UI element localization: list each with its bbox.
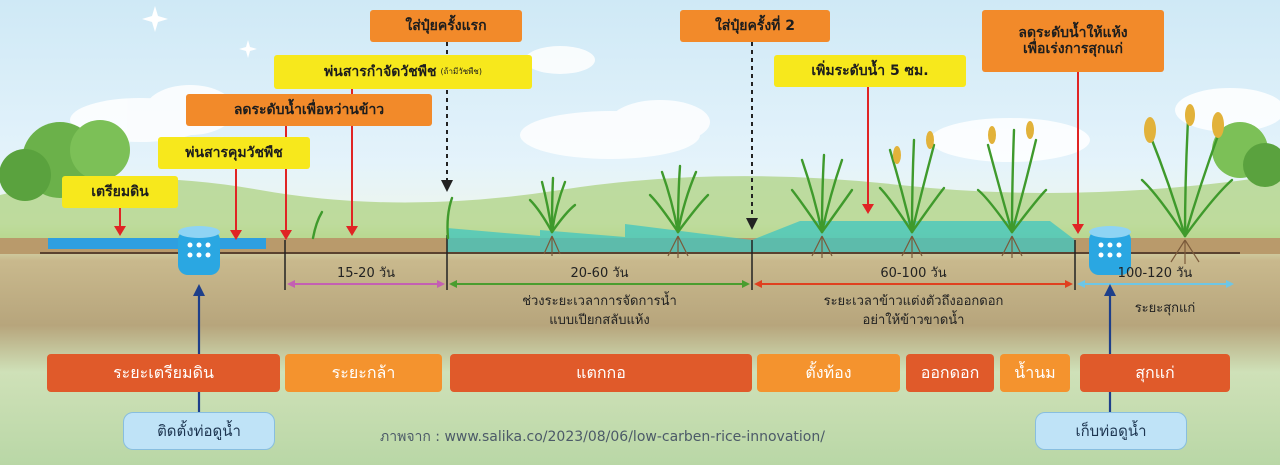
rice-grains xyxy=(893,104,1224,164)
duration-arrows xyxy=(287,280,1234,288)
water-awd xyxy=(447,224,752,252)
stage-dividers xyxy=(284,235,1076,290)
water-prep xyxy=(48,238,266,249)
water-tube-install xyxy=(178,226,220,275)
stage-prep: ระยะเตรียมดิน xyxy=(47,354,280,392)
label-weed-kill: พ่นสารกำจัดวัชพืช(ถ้ามีวัชพืช) xyxy=(274,55,532,89)
duration-seedling: 15-20 วัน xyxy=(336,266,396,281)
action-arrowheads xyxy=(114,204,1084,240)
water-reproductive xyxy=(752,221,1075,252)
sparkles xyxy=(142,6,257,58)
fertilizer-arrows xyxy=(446,42,753,220)
tube-arrowheads xyxy=(193,284,1116,296)
stage-booting: ตั้งท้อง xyxy=(757,354,900,392)
stage-flowering: ออกดอก xyxy=(906,354,994,392)
trees xyxy=(0,120,1280,201)
stage-seedling: ระยะกล้า xyxy=(285,354,442,392)
label-weed-pre: พ่นสารคุมวัชพืช xyxy=(158,137,310,169)
label-drain-ripen: ลดระดับน้ำให้แห้งเพื่อเร่งการสุกแก่ xyxy=(982,10,1164,72)
tube-arrows xyxy=(197,292,1112,412)
duration-reproductive: 60-100 วัน xyxy=(880,266,947,281)
duration-ripening: 100-120 วัน xyxy=(1117,266,1193,281)
label-prep-soil: เตรียมดิน xyxy=(62,176,178,208)
desc-ripening: ระยะสุกแก่ xyxy=(1134,301,1196,316)
rice-roots xyxy=(543,235,1200,264)
fertilizer-arrowheads xyxy=(441,180,758,230)
label-fertilizer-2: ใส่ปุ๋ยครั้งที่ 2 xyxy=(680,10,830,42)
stage-ripe: สุกแก่ xyxy=(1080,354,1230,392)
image-credit: ภาพจาก : www.salika.co/2023/08/06/low-ca… xyxy=(380,429,825,445)
desc-awd: ช่วงระยะเวลาการจัดการน้ำแบบเปียกสลับแห้ง xyxy=(522,294,677,328)
label-lower-water-sow: ลดระดับน้ำเพื่อหว่านข้าว xyxy=(186,94,432,126)
duration-tillering: 20-60 วัน xyxy=(570,266,629,281)
label-fertilizer-1: ใส่ปุ๋ยครั้งแรก xyxy=(370,10,522,42)
pill-install-tube: ติดตั้งท่อดูน้ำ xyxy=(123,412,275,450)
stage-milk: น้ำนม xyxy=(1000,354,1070,392)
rice-plants xyxy=(311,118,1234,240)
stage-tillering: แตกกอ xyxy=(450,354,752,392)
pill-collect-tube: เก็บท่อดูน้ำ xyxy=(1035,412,1187,450)
desc-reproductive: ระยะเวลาข้าวแต่งตัวถึงออกดอกอย่าให้ข้าวข… xyxy=(823,294,1004,328)
water-tube-collect xyxy=(1089,226,1131,275)
label-raise-water: เพิ่มระดับน้ำ 5 ซม. xyxy=(774,55,966,87)
